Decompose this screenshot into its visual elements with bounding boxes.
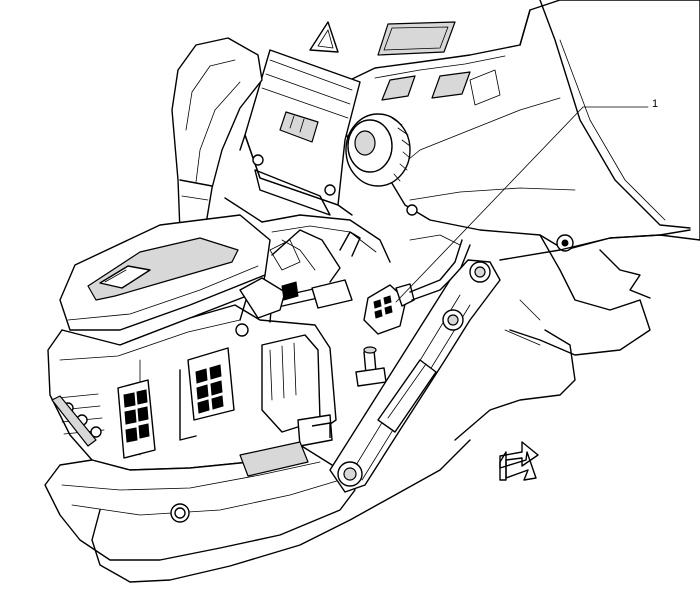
callout-leader-line: [395, 106, 649, 303]
control-knob: [345, 113, 411, 187]
control-faceplate: [239, 49, 361, 216]
console-lower-tray: [44, 439, 471, 583]
side-trim-panel: [454, 229, 691, 441]
bent-arrow-icon: [499, 441, 539, 481]
mounting-bolt: [355, 346, 387, 387]
center-stack-bezel: [339, 0, 700, 252]
shift-lever: [171, 37, 263, 265]
support-bracket: [329, 259, 501, 493]
mounting-frame: [224, 197, 461, 263]
callout-label-1: 1: [652, 98, 659, 110]
shift-cable: [239, 229, 353, 319]
shifter-housing: [47, 287, 337, 471]
warning-triangle-icon: [309, 21, 339, 53]
electrical-connector: [363, 239, 471, 335]
vent-slot: [377, 21, 456, 56]
shift-indicator-bezel: [59, 214, 271, 351]
